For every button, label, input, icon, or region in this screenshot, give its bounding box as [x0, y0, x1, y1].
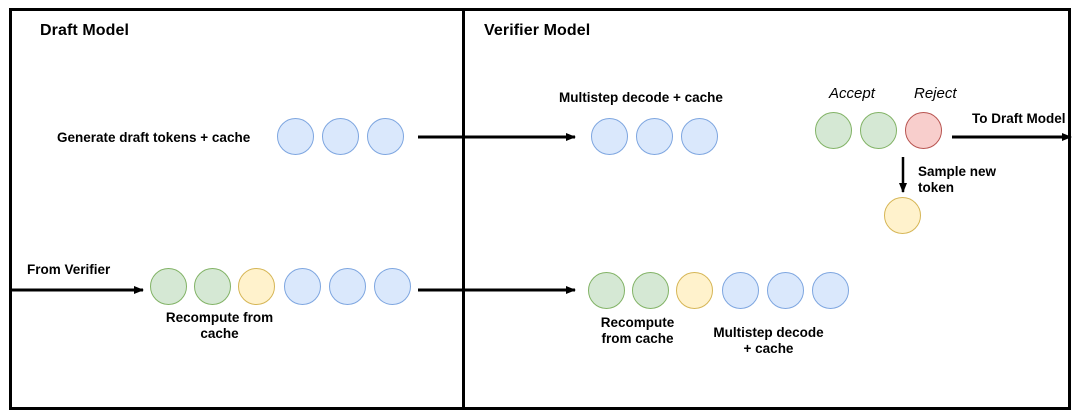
sample-new-token-label: Sample new token [918, 164, 997, 195]
token-circle [676, 272, 713, 309]
recompute-from-cache-label-draft: Recompute from cache [165, 310, 274, 341]
token-circle [322, 118, 359, 155]
token-circle [367, 118, 404, 155]
token-circle [329, 268, 366, 305]
token-circle [588, 272, 625, 309]
multistep-decode-label-top: Multistep decode + cache [559, 90, 723, 105]
verifier-model-title: Verifier Model [484, 22, 591, 39]
token-circle [374, 268, 411, 305]
reject-label: Reject [914, 85, 957, 102]
token-circle-accept [815, 112, 852, 149]
token-circle-sampled [884, 197, 921, 234]
token-circle-reject [905, 112, 942, 149]
token-circle [284, 268, 321, 305]
token-circle [150, 268, 187, 305]
diagram-outer-border [9, 8, 1071, 410]
recompute-from-cache-label-verifier: Recompute from cache [600, 315, 675, 346]
token-circle [767, 272, 804, 309]
to-draft-model-label: To Draft Model [972, 111, 1066, 126]
token-circle [722, 272, 759, 309]
from-verifier-label: From Verifier [27, 262, 111, 277]
token-circle [636, 118, 673, 155]
panel-divider [462, 8, 465, 410]
token-circle [194, 268, 231, 305]
token-circle [277, 118, 314, 155]
token-circle [812, 272, 849, 309]
multistep-decode-label-bottom: Multistep decode + cache [713, 325, 824, 356]
token-circle [632, 272, 669, 309]
token-circle [681, 118, 718, 155]
token-circle [238, 268, 275, 305]
generate-draft-tokens-label: Generate draft tokens + cache [57, 130, 251, 145]
token-circle-accept [860, 112, 897, 149]
draft-model-title: Draft Model [40, 22, 130, 39]
accept-label: Accept [829, 85, 875, 102]
token-circle [591, 118, 628, 155]
